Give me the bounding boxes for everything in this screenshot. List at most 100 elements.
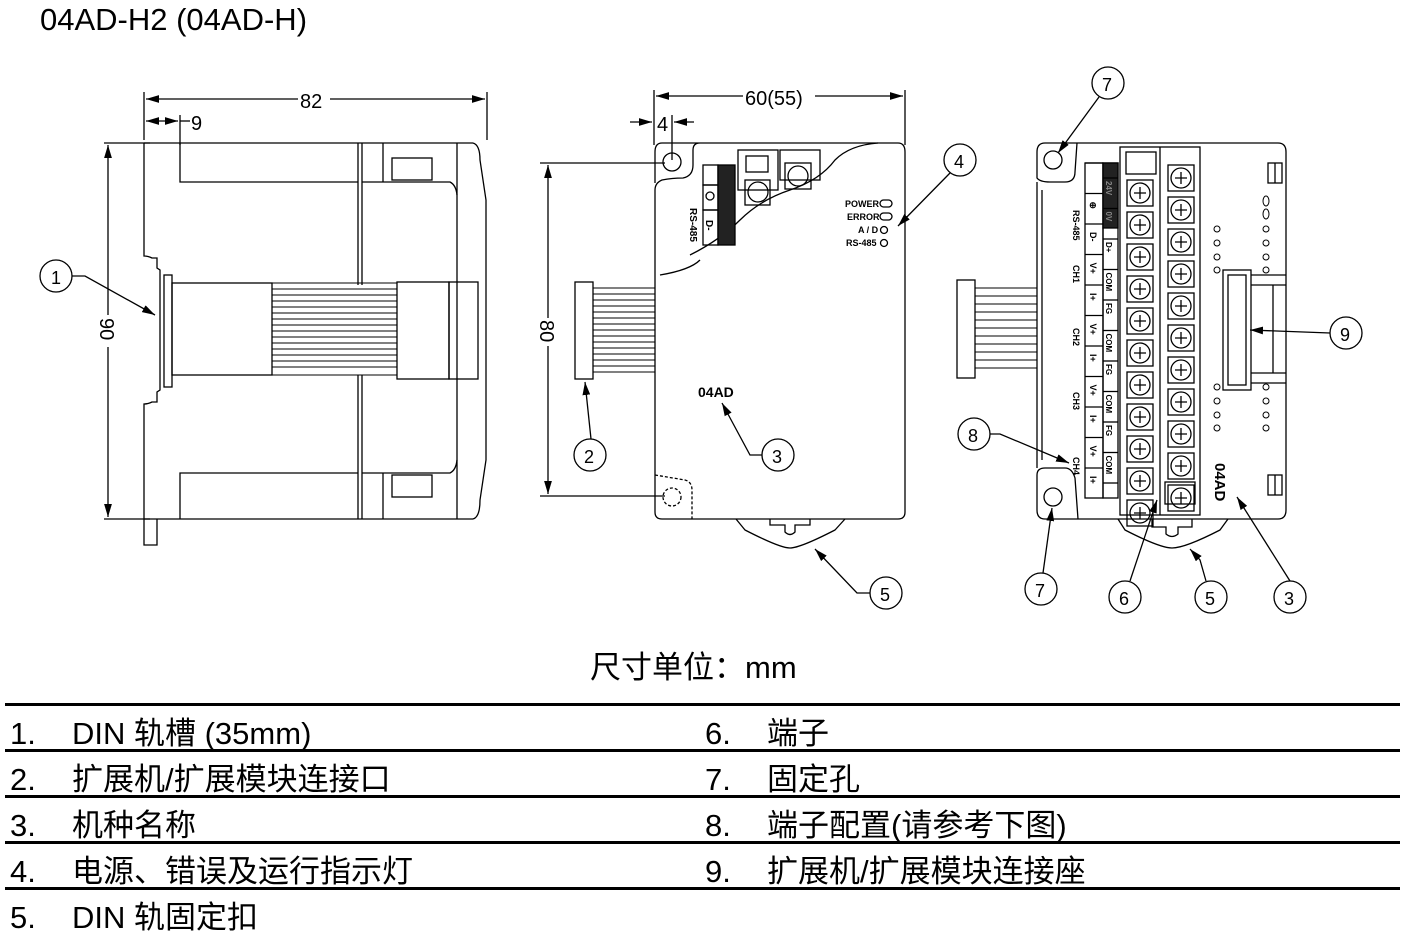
terminal-screw <box>1167 356 1195 384</box>
legend-num: 4. <box>10 854 36 889</box>
terminal-label-right: FG <box>1104 425 1113 436</box>
callout-4: 4 <box>954 152 964 172</box>
callout-5b: 5 <box>1205 589 1215 609</box>
screw-head-icon <box>1170 199 1192 221</box>
terminal-label-left: I+ <box>1088 415 1098 423</box>
legend-num: 6. <box>705 716 731 751</box>
led-ad-label: A / D <box>858 225 879 235</box>
terminal-label-left: V+ <box>1088 385 1098 396</box>
screw-cross-icon <box>1175 204 1187 216</box>
screw-head-icon <box>1129 278 1151 300</box>
terminal-screw <box>1126 435 1154 463</box>
screw-cross-icon <box>1175 460 1187 472</box>
dim-90: 90 <box>95 318 117 340</box>
terminal-screw <box>1126 307 1154 335</box>
terminal-screw <box>1167 196 1195 224</box>
legend-row: 4. 电源、错误及运行指示灯 9. 扩展机/扩展模块连接座 <box>5 841 1400 889</box>
front-rs485-label: RS-485 <box>687 208 698 242</box>
terminal-label-left: ⊕ <box>1088 202 1098 210</box>
terminal-label-right: COM <box>1104 334 1113 353</box>
terminal-screw <box>1126 371 1154 399</box>
dim-82: 82 <box>300 91 322 113</box>
screw-head-icon <box>1170 263 1192 285</box>
legend-text: 机种名称 <box>72 808 196 843</box>
screw-cross-icon <box>1175 172 1187 184</box>
terminal-screw <box>1126 211 1154 239</box>
screw-head-icon <box>1129 470 1151 492</box>
screw-head-icon <box>1170 423 1192 445</box>
dimension-drawing: 82 9 90 <box>39 66 1363 614</box>
unit-note: 尺寸单位：mm <box>590 650 797 685</box>
terminal-view: ⊕D-V+I+V+I+V+I+V+I+24V0VD+COMFGCOMFGCOMF… <box>956 66 1363 614</box>
screw-cross-icon <box>1175 236 1187 248</box>
terminal-label-left: I+ <box>1088 354 1098 362</box>
terminal-label-left: V+ <box>1088 263 1098 274</box>
legend-text: 端子配置(请参考下图) <box>767 808 1067 843</box>
terminal-label-left: I+ <box>1088 293 1098 301</box>
legend-text: 端子 <box>767 716 829 751</box>
terminal-label-left: V+ <box>1088 446 1098 457</box>
screw-head-icon <box>1129 182 1151 204</box>
legend-text: DIN 轨固定扣 <box>72 900 258 935</box>
screw-cross-icon <box>1134 347 1146 359</box>
led-power-label: POWER <box>845 199 880 209</box>
channel-ch1: CH1 <box>1071 265 1081 283</box>
dim-4: 4 <box>657 114 668 136</box>
screw-cross-icon <box>1175 300 1187 312</box>
terminal-screw <box>1167 292 1195 320</box>
screw-head-icon <box>1170 391 1192 413</box>
screw-cross-icon <box>1134 219 1146 231</box>
terminal-label-right: COM <box>1104 395 1113 414</box>
legend-text: DIN 轨槽 (35mm) <box>72 716 312 751</box>
callout-9: 9 <box>1340 325 1350 345</box>
side-view: 82 9 90 <box>39 88 488 546</box>
terminal-screw <box>1167 388 1195 416</box>
legend-text: 扩展机/扩展模块连接座 <box>767 854 1086 889</box>
front-view: 60(55) 4 80 D- RS-485 POWER <box>535 85 977 610</box>
legend-num: 3. <box>10 808 36 843</box>
dim-80: 80 <box>535 320 557 342</box>
channel-ch3: CH3 <box>1071 392 1081 410</box>
screw-cross-icon <box>1134 507 1146 519</box>
screw-head-icon <box>1170 327 1192 349</box>
terminal-label-right: 0V <box>1104 212 1113 222</box>
legend-num: 1. <box>10 716 36 751</box>
callout-2: 2 <box>584 447 594 467</box>
terminal-screw <box>1126 179 1154 207</box>
screw-cross-icon <box>1134 443 1146 455</box>
screw-head-icon <box>1129 310 1151 332</box>
screw-head-icon <box>1170 487 1192 509</box>
legend-num: 5. <box>10 900 36 935</box>
legend-num: 2. <box>10 762 36 797</box>
legend-text: 电源、错误及运行指示灯 <box>72 854 413 889</box>
screw-cross-icon <box>1134 251 1146 263</box>
callout-7-bottom: 7 <box>1035 581 1045 601</box>
legend-row: 2.扩展机/扩展模块连接口 7.固定孔 <box>5 749 1400 797</box>
terminal-screw <box>1126 403 1154 431</box>
screw-head-icon <box>1170 167 1192 189</box>
terminal-label-right: D+ <box>1104 242 1113 253</box>
screw-head-icon <box>1129 246 1151 268</box>
status-leds: POWER ERROR A / D RS-485 <box>845 199 893 248</box>
terminal-label-left: V+ <box>1088 324 1098 335</box>
terminal-screw <box>1167 452 1195 480</box>
legend-num: 9. <box>705 854 731 889</box>
terminal-screw <box>1167 164 1195 192</box>
terminal-screw <box>1126 243 1154 271</box>
screw-cross-icon <box>1175 492 1187 504</box>
screw-head-icon <box>1129 406 1151 428</box>
callout-1: 1 <box>51 268 61 288</box>
screw-cross-icon <box>1134 475 1146 487</box>
screw-cross-icon <box>1175 364 1187 376</box>
led-rs485-label: RS-485 <box>846 238 877 248</box>
terminal-screw <box>1167 484 1195 512</box>
terminal-screw <box>1167 260 1195 288</box>
screw-cross-icon <box>1134 379 1146 391</box>
terminal-label-right: FG <box>1104 364 1113 375</box>
legend-num: 8. <box>705 808 731 843</box>
legend-text: 扩展机/扩展模块连接口 <box>72 762 391 797</box>
legend-row: 1. DIN 轨槽 (35mm) 6. 端子 <box>5 703 1400 751</box>
terminal-screw <box>1167 324 1195 352</box>
screw-head-icon <box>1129 342 1151 364</box>
screw-head-icon <box>1170 359 1192 381</box>
